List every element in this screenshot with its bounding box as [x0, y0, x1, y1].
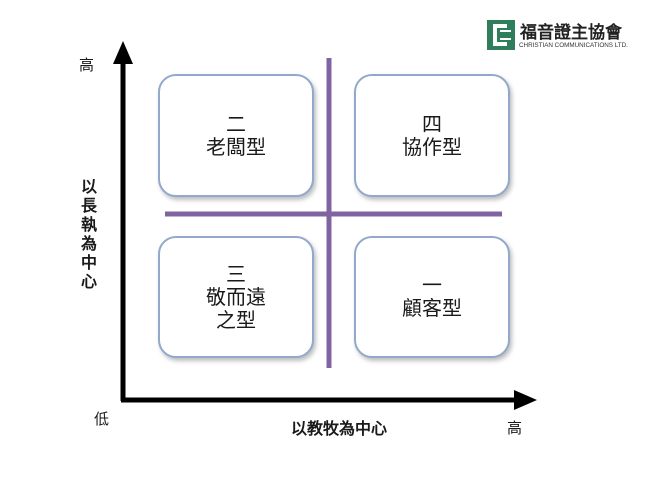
quadrant-bottom-left: 三 敬而遠 之型 [158, 236, 314, 358]
quadrant-number: 二 [226, 111, 246, 136]
publisher-logo: 福音證主協會 CHRISTIAN COMMUNICATIONS LTD. [487, 18, 639, 54]
logo-mark-icon [487, 20, 515, 50]
origin-low-label: 低 [94, 410, 110, 428]
quadrant-name: 顧客型 [402, 296, 462, 320]
y-axis-arrowhead [113, 41, 133, 64]
quadrant-bottom-right: 一 顧客型 [354, 236, 510, 358]
quadrant-top-right: 四 協作型 [354, 74, 510, 197]
x-axis-arrowhead [514, 390, 537, 410]
quadrant-number: 三 [226, 261, 246, 286]
quadrant-name: 協作型 [402, 134, 462, 159]
quadrant-top-left: 二 老闆型 [158, 74, 314, 197]
quadrant-number: 四 [422, 111, 442, 136]
quadrant-number: 一 [422, 273, 442, 297]
x-axis-title: 以教牧為中心 [291, 419, 388, 438]
y-axis-title: 以長執為中心 [80, 177, 97, 291]
x-axis-high-label: 高 [507, 419, 523, 437]
quadrant-name-line1: 敬而遠 [206, 284, 266, 309]
logo-english-name: CHRISTIAN COMMUNICATIONS LTD. [519, 42, 628, 49]
logo-chinese-name: 福音證主協會 [520, 23, 622, 43]
y-axis-high-label: 高 [79, 56, 95, 74]
quadrant-name-line2: 之型 [216, 307, 256, 332]
quadrant-name: 老闆型 [206, 134, 266, 159]
